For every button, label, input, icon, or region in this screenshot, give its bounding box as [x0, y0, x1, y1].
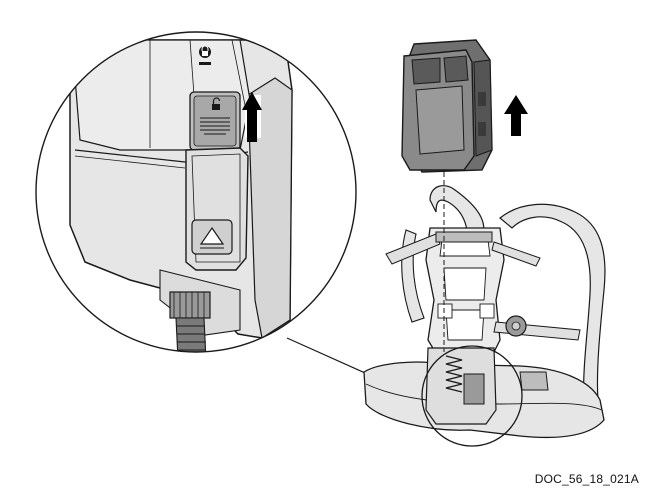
- hose-connector: [169, 291, 211, 352]
- callout-circle: [421, 345, 523, 447]
- lock-icon: [199, 45, 211, 58]
- housing-side: [247, 77, 293, 339]
- magnified-detail: [35, 31, 433, 404]
- battery-holder: [425, 347, 497, 425]
- magnify-circle: [35, 31, 357, 353]
- hose: [175, 317, 207, 352]
- battery-pack: [401, 39, 493, 173]
- spring: [445, 355, 463, 393]
- unlock-icon: [212, 97, 221, 110]
- eject-triangle-icon: [191, 219, 233, 255]
- document-code: DOC_56_18_021A: [534, 472, 639, 486]
- arrow-up-icon: [504, 95, 528, 136]
- harness: [363, 172, 606, 447]
- chest-buckle: [505, 315, 527, 337]
- release-latch: [189, 91, 241, 151]
- arrow-up-icon: [242, 92, 262, 142]
